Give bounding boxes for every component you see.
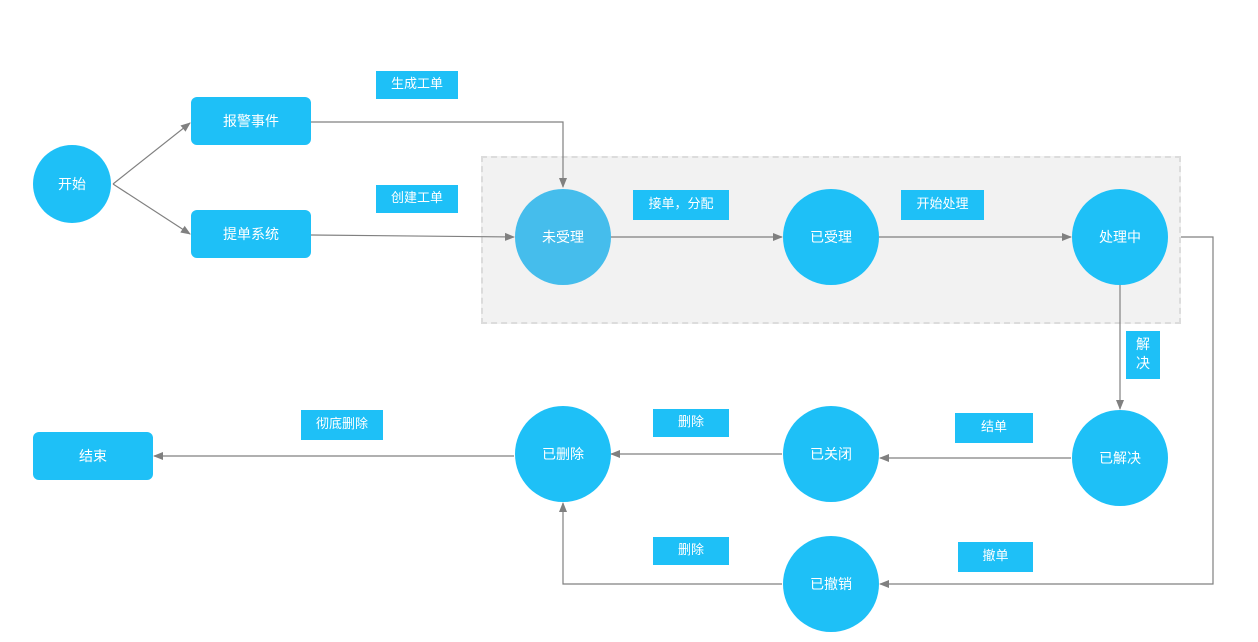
edge-start-report bbox=[112, 122, 191, 185]
node-accepted: 已受理 bbox=[783, 189, 879, 285]
label-resolve: 解决 bbox=[1126, 331, 1160, 379]
node-report-event: 报警事件 bbox=[191, 97, 311, 145]
node-closed: 已关闭 bbox=[783, 406, 879, 502]
node-start: 开始 bbox=[33, 145, 111, 223]
node-submit-system: 提单系统 bbox=[191, 210, 311, 258]
node-unaccepted: 未受理 bbox=[515, 189, 611, 285]
node-end: 结束 bbox=[33, 432, 153, 480]
label-purge: 彻底删除 bbox=[301, 410, 383, 440]
label-accept-assign: 接单，分配 bbox=[633, 190, 729, 220]
label-create-ticket: 创建工单 bbox=[376, 185, 458, 213]
node-revoked: 已撤销 bbox=[783, 536, 879, 632]
label-delete-1: 删除 bbox=[653, 409, 729, 437]
edge-submit-unaccepted bbox=[310, 232, 515, 241]
edge-report-unaccepted bbox=[311, 121, 567, 188]
edge-start-submit bbox=[112, 183, 191, 235]
edge-processing-revoked bbox=[879, 236, 1214, 588]
label-generate-ticket: 生成工单 bbox=[376, 71, 458, 99]
label-start-processing: 开始处理 bbox=[901, 190, 984, 220]
label-delete-2: 删除 bbox=[653, 537, 729, 565]
label-close-ticket: 结单 bbox=[955, 413, 1033, 443]
node-processing: 处理中 bbox=[1072, 189, 1168, 285]
node-deleted: 已删除 bbox=[515, 406, 611, 502]
edge-revoked-deleted bbox=[559, 502, 782, 585]
label-revoke: 撤单 bbox=[958, 542, 1033, 572]
node-resolved: 已解决 bbox=[1072, 410, 1168, 506]
